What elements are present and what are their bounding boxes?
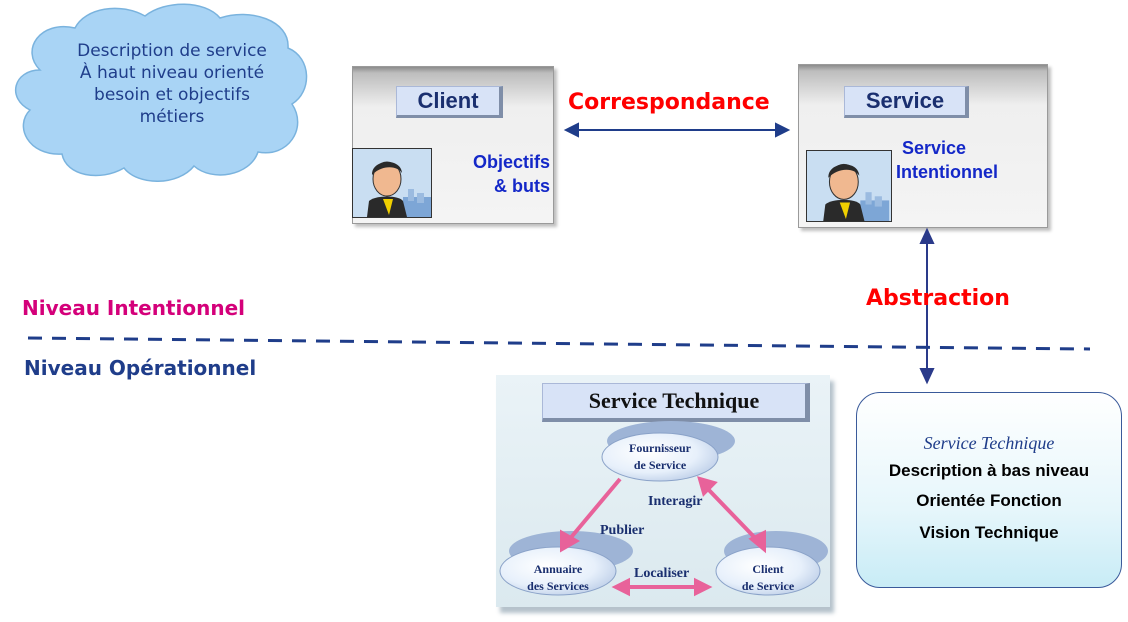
registry-line-1: Annuaire [533,562,583,576]
provider-node [601,421,735,482]
technical-service-title: Service Technique [542,383,810,422]
cloud-line-4: métiers [139,107,205,127]
abstraction-label: Abstraction [866,286,1010,311]
client-node-line-1: Client [752,562,784,576]
registry-line-2: des Services [527,579,589,593]
service-avatar [806,150,892,222]
client-node [715,531,828,596]
client-text-line-2: & buts [494,176,550,196]
provider-node-label: Fournisseur de Service [610,440,710,474]
localiser-arrow [611,577,713,597]
correspondance-label: Correspondance [568,90,770,115]
cloud-line-3: besoin et objectifs [94,85,250,105]
client-node-label: Client de Service [720,561,816,595]
technical-description-title: Service Technique [923,433,1055,453]
service-text-line-1: Service [902,138,967,158]
publier-label: Publier [600,523,645,538]
operational-level-label: Niveau Opérationnel [24,356,257,380]
intentional-level-label: Niveau Intentionnel [22,296,245,320]
technical-description-line-1: Description à bas niveau [888,461,1090,480]
service-text: Service Intentionnel [896,136,1046,184]
technical-description-line-3: Vision Technique [919,523,1059,542]
cloud-text: Description de service À haut niveau ori… [48,40,296,128]
client-text: Objectifs & buts [432,150,550,198]
interagir-label: Interagir [648,494,703,509]
provider-line-1: Fournisseur [628,441,691,455]
registry-node-label: Annuaire des Services [498,561,618,595]
registry-node [499,531,633,596]
publier-arrow [560,477,622,553]
cloud-line-2: À haut niveau orienté [79,63,265,83]
client-avatar [352,148,432,218]
service-title: Service [844,86,969,118]
localiser-label: Localiser [634,566,690,581]
technical-diagram [499,421,828,597]
technical-description-box: Service Technique Description à bas nive… [856,392,1122,588]
thought-cloud [14,3,308,182]
interagir-arrow [697,476,766,554]
correspondance-arrow [563,122,791,138]
client-node-line-2: de Service [741,579,795,593]
client-text-line-1: Objectifs [472,152,550,172]
cloud-line-1: Description de service [77,41,267,61]
technical-description-line-2: Orientée Fonction [916,491,1062,510]
service-text-line-2: Intentionnel [896,162,998,182]
level-separator [27,336,1091,351]
abstraction-arrow [919,227,935,385]
client-title: Client [396,86,503,118]
provider-line-2: de Service [633,458,687,472]
